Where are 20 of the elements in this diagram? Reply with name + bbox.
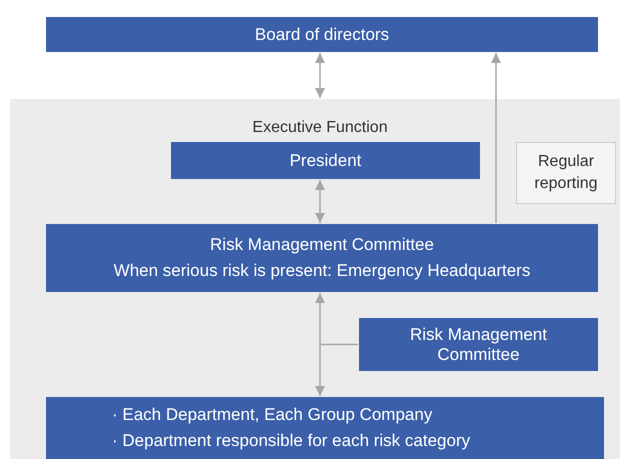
group-panel xyxy=(10,99,620,459)
node-label: · Department responsible for each risk category xyxy=(112,430,470,452)
node-label: President xyxy=(290,150,362,172)
group-heading: Executive Function xyxy=(251,118,389,138)
node-label: Risk Management Committee xyxy=(210,234,434,256)
org-box xyxy=(46,224,598,292)
arrow xyxy=(315,180,325,223)
node-label: When serious risk is present: Emergency Headquarters xyxy=(114,260,530,282)
org-box xyxy=(46,397,604,459)
node-label: Board of directors xyxy=(254,24,390,46)
arrow xyxy=(315,293,325,396)
org-box xyxy=(359,318,598,371)
org-box xyxy=(171,142,480,179)
arrow xyxy=(315,53,325,98)
node-label: Risk Management Committee xyxy=(408,324,548,364)
arrow xyxy=(491,53,501,223)
org-box xyxy=(46,17,598,52)
node-label: · Each Department, Each Group Company xyxy=(112,404,432,426)
note-box: Regular reporting xyxy=(516,142,616,204)
connector-line xyxy=(321,344,358,346)
